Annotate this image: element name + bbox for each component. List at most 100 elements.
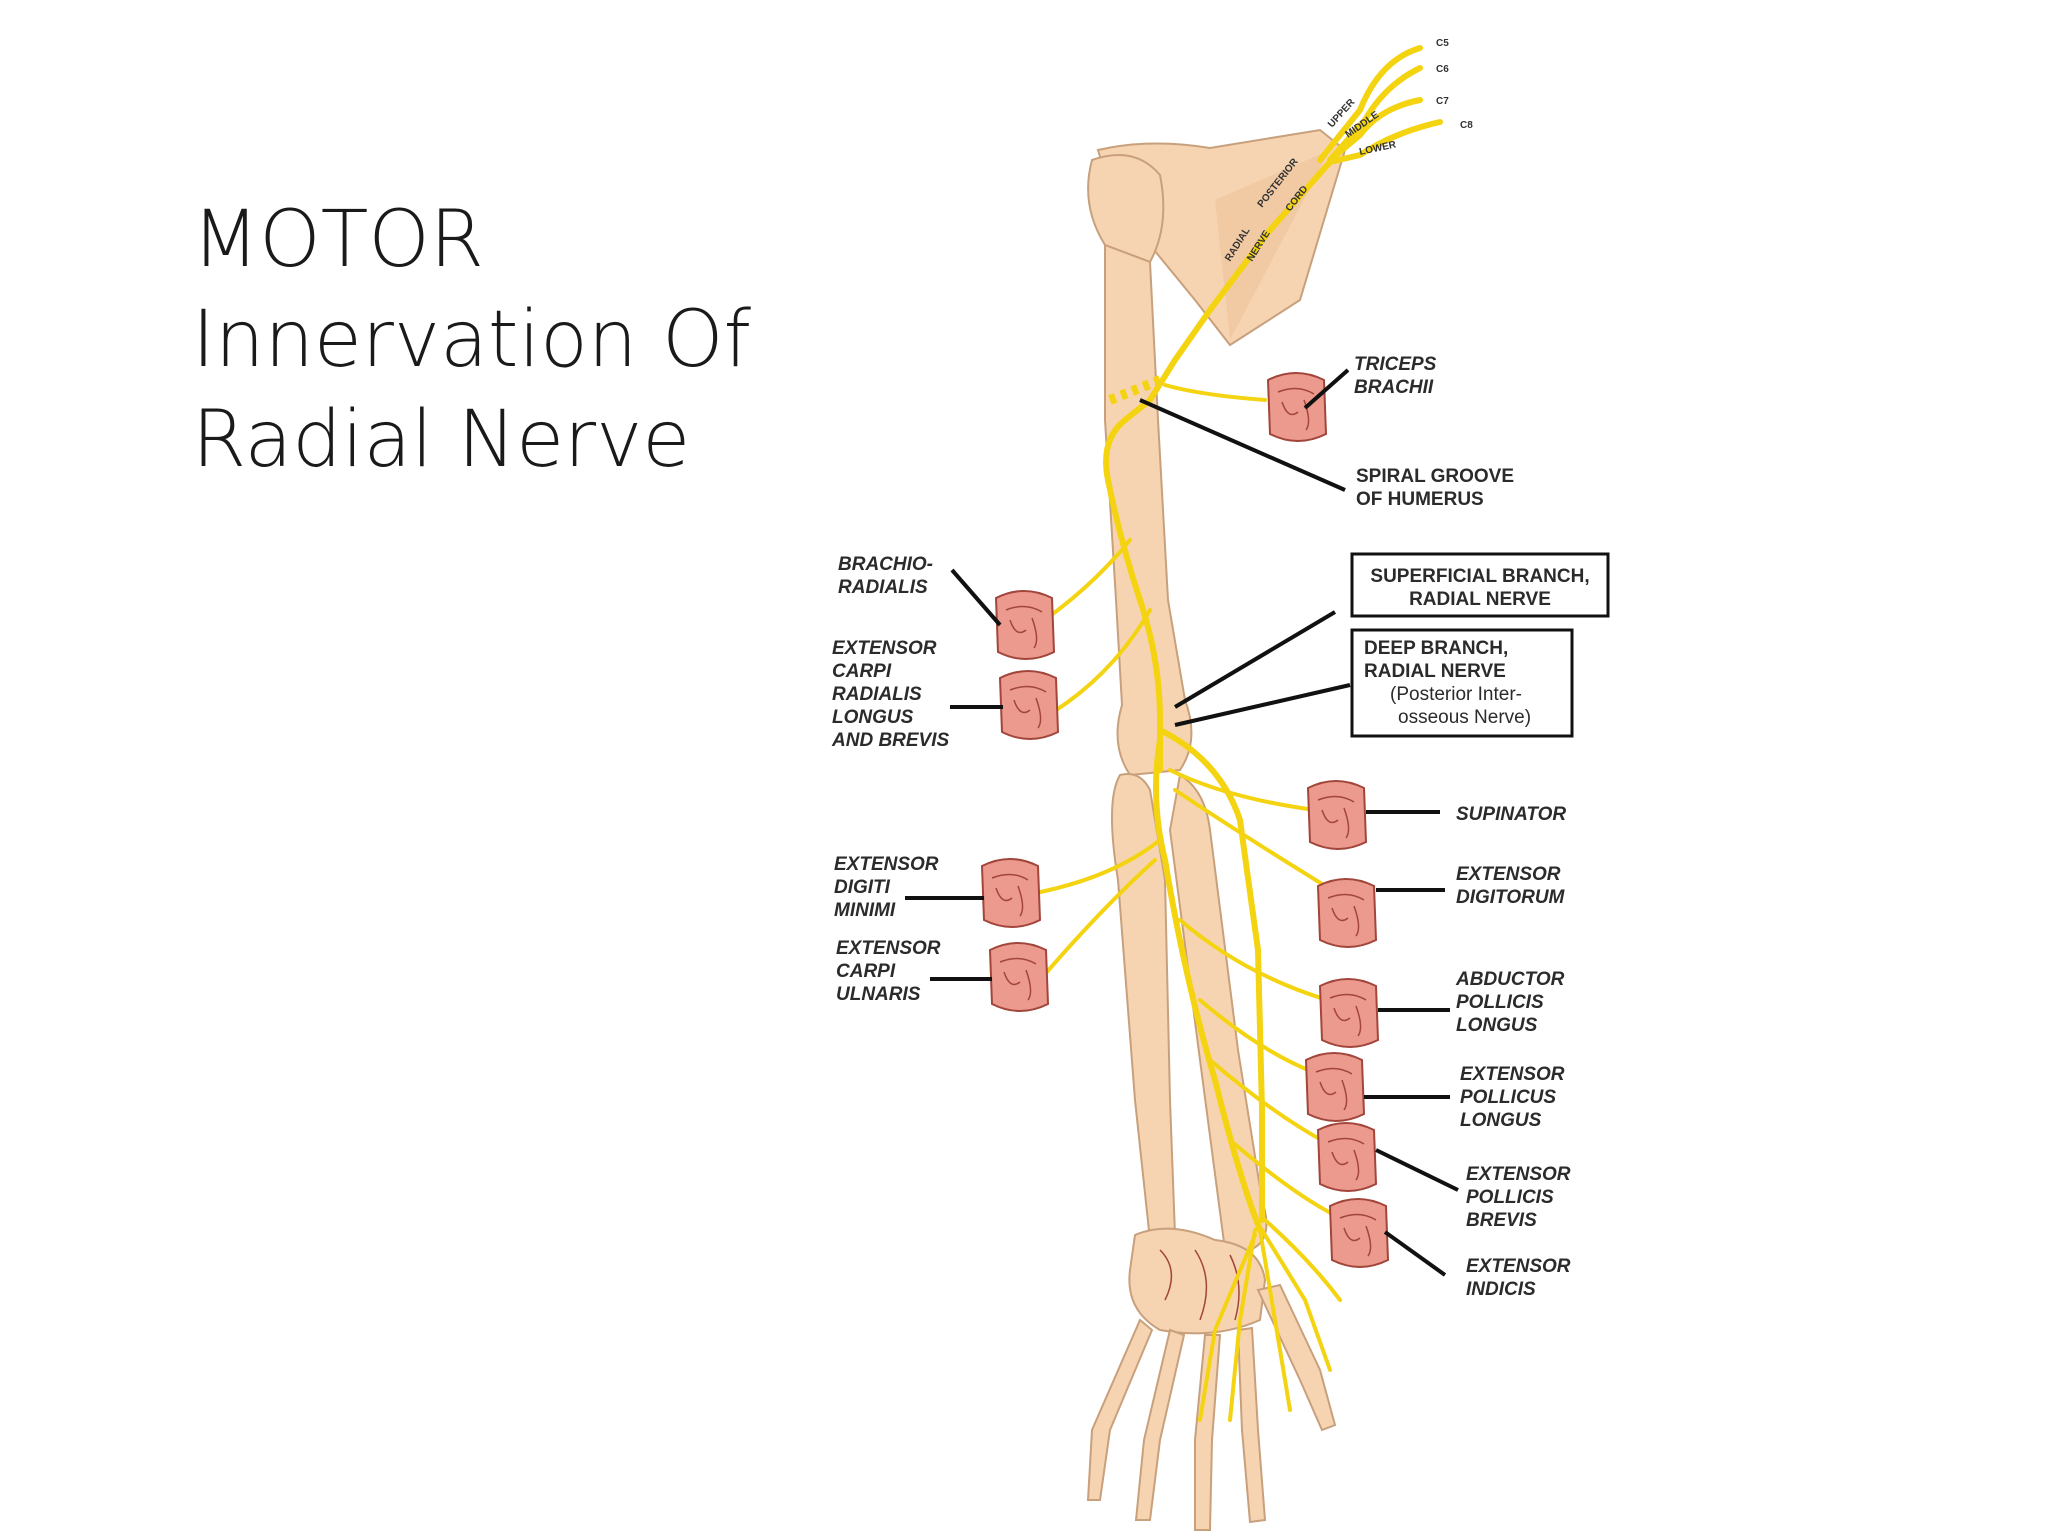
- deep-branch-nerve: [1153, 737, 1263, 1233]
- label-deep-branch-line-3: (Posterior Inter-: [1390, 684, 1522, 705]
- radial-nerve-tree: [1023, 45, 1443, 1422]
- label-deep-branch-line-2: RADIAL NERVE: [1364, 661, 1506, 682]
- title-line-1: MOTOR: [192, 195, 484, 285]
- label-edm-line-1: EXTENSOR: [834, 854, 939, 875]
- leader-superficial-branch: [1173, 610, 1337, 709]
- label-superficial-branch-line-1: SUPERFICIAL BRANCH,: [1370, 566, 1589, 587]
- leader-epb: [1375, 1148, 1459, 1192]
- label-brachioradialis-line-2: RADIALIS: [838, 577, 928, 598]
- muscle-ext-digiti-minimi: [980, 858, 1042, 928]
- label-epl-line-1: EXTENSOR: [1460, 1064, 1565, 1085]
- label-ecu-line-1: EXTENSOR: [836, 938, 941, 959]
- label-apl-line-3: LONGUS: [1456, 1015, 1538, 1036]
- label-epl-line-3: LONGUS: [1460, 1110, 1542, 1131]
- label-triceps-line-1: TRICEPS: [1354, 354, 1437, 375]
- label-apl: ABDUCTOR POLLICIS LONGUS: [1455, 969, 1565, 1036]
- root-label-c7: C7: [1436, 96, 1449, 107]
- edm-branch: [1023, 838, 1162, 897]
- label-spiral-groove-line-2: OF HUMERUS: [1356, 489, 1484, 510]
- title-line-3: Radial Nerve: [192, 395, 691, 485]
- ext-digitorum-branch: [1173, 788, 1342, 897]
- label-supinator: SUPINATOR: [1456, 804, 1566, 825]
- root-label-c8: C8: [1460, 120, 1473, 131]
- muscle-ext-digitorum: [1316, 878, 1378, 948]
- root-label-c6: C6: [1436, 64, 1449, 75]
- label-epb: EXTENSOR POLLICIS BREVIS: [1466, 1164, 1571, 1231]
- label-edm-line-3: MINIMI: [834, 900, 896, 921]
- label-ecr: EXTENSOR CARPI RADIALIS LONGUS AND BREVI…: [831, 638, 950, 751]
- label-ext-indicis-line-1: EXTENSOR: [1466, 1256, 1571, 1277]
- label-deep-branch-line-1: DEEP BRANCH,: [1364, 638, 1508, 659]
- label-ecr-line-2: CARPI: [832, 661, 892, 682]
- slide-title: MOTOR Innervation Of Radial Nerve: [192, 190, 751, 490]
- label-triceps: TRICEPS BRACHII: [1354, 354, 1437, 398]
- carpal-lines: [1159, 1249, 1240, 1321]
- nerve-root-c7: [1327, 97, 1423, 163]
- muscle-ecu: [988, 942, 1050, 1012]
- finger-2: [1236, 1326, 1267, 1524]
- label-ecu: EXTENSOR CARPI ULNARIS: [836, 938, 941, 1005]
- label-deep-branch-line-4: osseous Nerve): [1398, 707, 1531, 728]
- label-ext-digitorum-line-1: EXTENSOR: [1456, 864, 1561, 885]
- label-apl-line-2: POLLICIS: [1456, 992, 1544, 1013]
- radial-nerve-main: [1103, 417, 1163, 773]
- thumb: [1256, 1283, 1337, 1432]
- root-label-c5: C5: [1436, 38, 1449, 49]
- label-ext-indicis-line-2: INDICIS: [1466, 1279, 1536, 1300]
- leader-lines: [905, 368, 1459, 1277]
- trunk-label-lower: LOWER: [1358, 139, 1397, 158]
- label-epl-line-2: POLLICUS: [1460, 1087, 1556, 1108]
- label-deep-branch: DEEP BRANCH, RADIAL NERVE (Posterior Int…: [1364, 638, 1531, 728]
- muscle-ecr: [998, 670, 1060, 740]
- muscles: [980, 372, 1390, 1268]
- nerve-root-c8: [1327, 119, 1443, 165]
- label-ecr-line-4: LONGUS: [832, 707, 914, 728]
- muscle-epb: [1316, 1122, 1378, 1192]
- label-spiral-groove-line-1: SPIRAL GROOVE: [1356, 466, 1514, 487]
- title-line-2: Innervation Of: [192, 295, 751, 385]
- superficial-branch-box: [1350, 552, 1610, 618]
- label-ext-digiti-minimi: EXTENSOR DIGITI MINIMI: [834, 854, 939, 921]
- label-ext-indicis: EXTENSOR INDICIS: [1466, 1256, 1571, 1300]
- nerve-root-c6: [1327, 65, 1423, 163]
- label-superficial-branch: SUPERFICIAL BRANCH, RADIAL NERVE: [1370, 566, 1589, 610]
- supinator-branch: [1168, 768, 1332, 814]
- label-ecr-line-3: RADIALIS: [832, 684, 922, 705]
- finger-3: [1194, 1334, 1222, 1531]
- label-epb-line-3: BREVIS: [1466, 1210, 1537, 1231]
- arm-skeleton: [1086, 128, 1347, 1531]
- label-brachioradialis-line-1: BRACHIO-: [838, 554, 933, 575]
- ulna: [1110, 773, 1177, 1242]
- finger-5: [1086, 1318, 1154, 1501]
- superficial-branch-nerve: [1157, 727, 1265, 1223]
- leader-spiral-groove: [1139, 398, 1346, 492]
- spiral-groove-mark: [1108, 375, 1162, 405]
- label-ecr-line-5: AND BREVIS: [831, 730, 950, 751]
- label-epb-line-1: EXTENSOR: [1466, 1164, 1571, 1185]
- label-edm-line-2: DIGITI: [834, 877, 891, 898]
- muscle-supinator: [1306, 780, 1368, 850]
- leader-ext-indicis: [1383, 1230, 1447, 1277]
- muscle-epl: [1304, 1052, 1366, 1122]
- leader-brachioradialis: [950, 568, 1002, 627]
- label-epl: EXTENSOR POLLICUS LONGUS: [1460, 1064, 1565, 1131]
- label-epb-line-2: POLLICIS: [1466, 1187, 1554, 1208]
- finger-4: [1134, 1328, 1186, 1521]
- triceps-branch: [1163, 383, 1267, 402]
- label-triceps-line-2: BRACHII: [1354, 377, 1434, 398]
- humerus: [1104, 243, 1193, 777]
- leader-triceps: [1303, 368, 1350, 410]
- label-ecu-line-3: ULNARIS: [836, 984, 921, 1005]
- leader-deep-branch: [1174, 683, 1351, 727]
- muscle-apl: [1318, 978, 1380, 1048]
- label-apl-line-1: ABDUCTOR: [1455, 969, 1565, 990]
- label-ext-digitorum: EXTENSOR DIGITORUM: [1456, 864, 1566, 908]
- label-ext-digitorum-line-2: DIGITORUM: [1456, 887, 1566, 908]
- ecu-branch: [1038, 858, 1157, 982]
- muscle-triceps: [1266, 372, 1328, 442]
- humeral-head: [1087, 154, 1165, 264]
- muscle-brachioradialis: [994, 590, 1056, 660]
- label-spiral-groove: SPIRAL GROOVE OF HUMERUS: [1356, 466, 1514, 510]
- deep-branch-box: [1350, 628, 1574, 738]
